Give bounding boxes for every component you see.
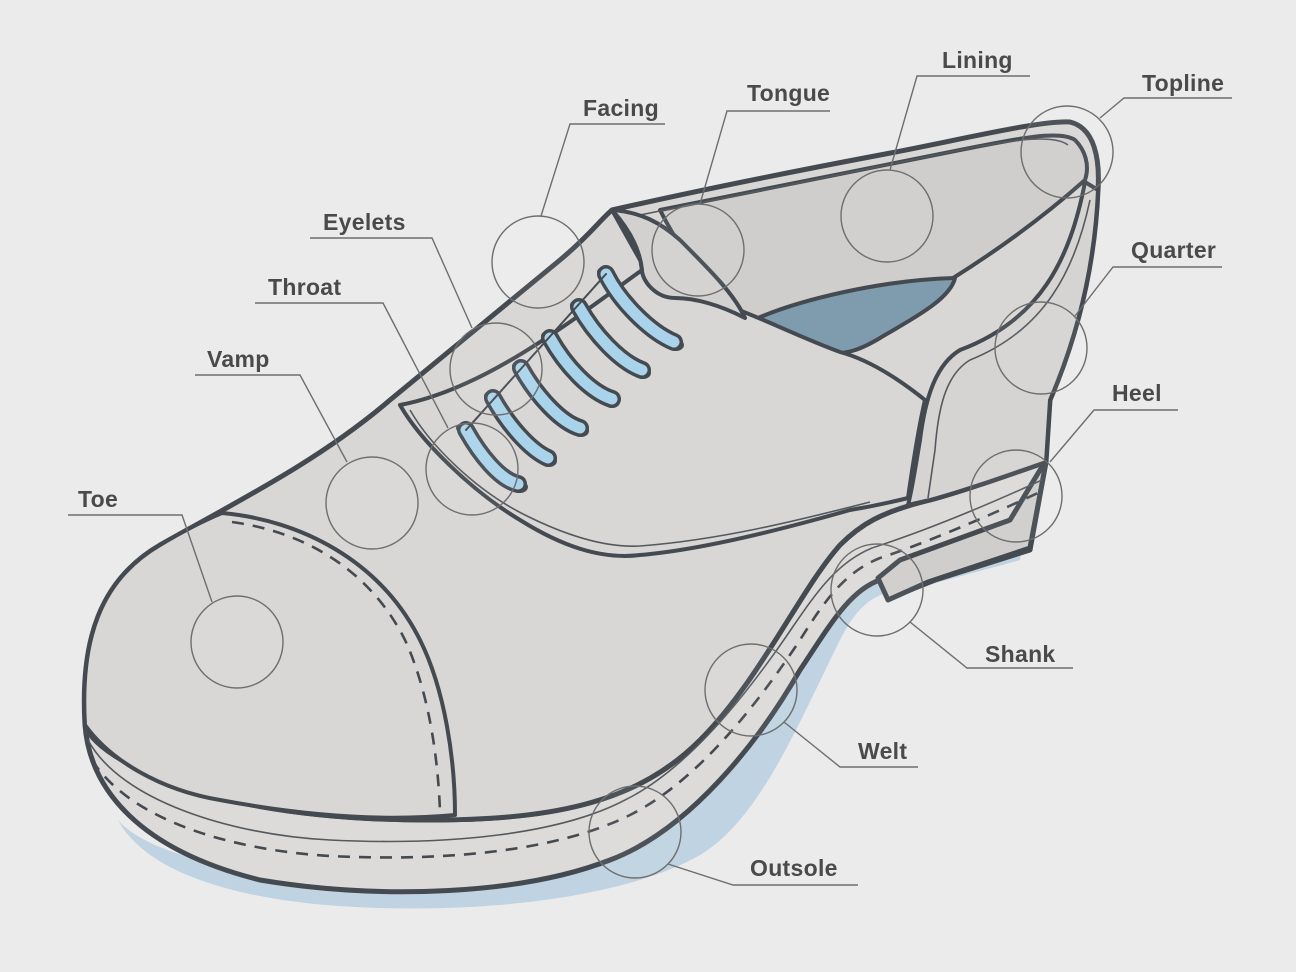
lining-label: Lining: [942, 47, 1013, 73]
quarter-leader: [1075, 267, 1222, 316]
facing-marker: [492, 216, 584, 308]
welt-marker: [705, 644, 797, 736]
vamp-label: Vamp: [207, 346, 270, 372]
lining-marker: [841, 170, 933, 262]
shank-label: Shank: [985, 641, 1056, 667]
heel-marker: [970, 450, 1062, 542]
outsole-label: Outsole: [750, 855, 838, 881]
toe-marker: [191, 596, 283, 688]
quarter-marker: [995, 302, 1087, 394]
eyelets-label: Eyelets: [323, 209, 406, 235]
tongue-marker: [652, 204, 744, 296]
topline-label: Topline: [1142, 70, 1224, 96]
heel-leader: [1050, 410, 1178, 462]
welt-label: Welt: [858, 738, 907, 764]
facing-label: Facing: [583, 95, 659, 121]
outsole-marker: [589, 786, 681, 878]
vamp-marker: [326, 457, 418, 549]
quarter-label: Quarter: [1131, 237, 1216, 263]
throat-marker: [426, 423, 518, 515]
topline-marker: [1021, 106, 1113, 198]
throat-label: Throat: [268, 274, 341, 300]
tongue-label: Tongue: [747, 80, 830, 106]
callout-topline: Topline: [1021, 70, 1232, 198]
heel-label: Heel: [1112, 380, 1162, 406]
toe-label: Toe: [78, 486, 118, 512]
eyelets-marker: [450, 323, 542, 415]
shoe-illustration: [84, 122, 1098, 909]
shank-marker: [831, 544, 923, 636]
topline-leader: [1100, 98, 1232, 118]
